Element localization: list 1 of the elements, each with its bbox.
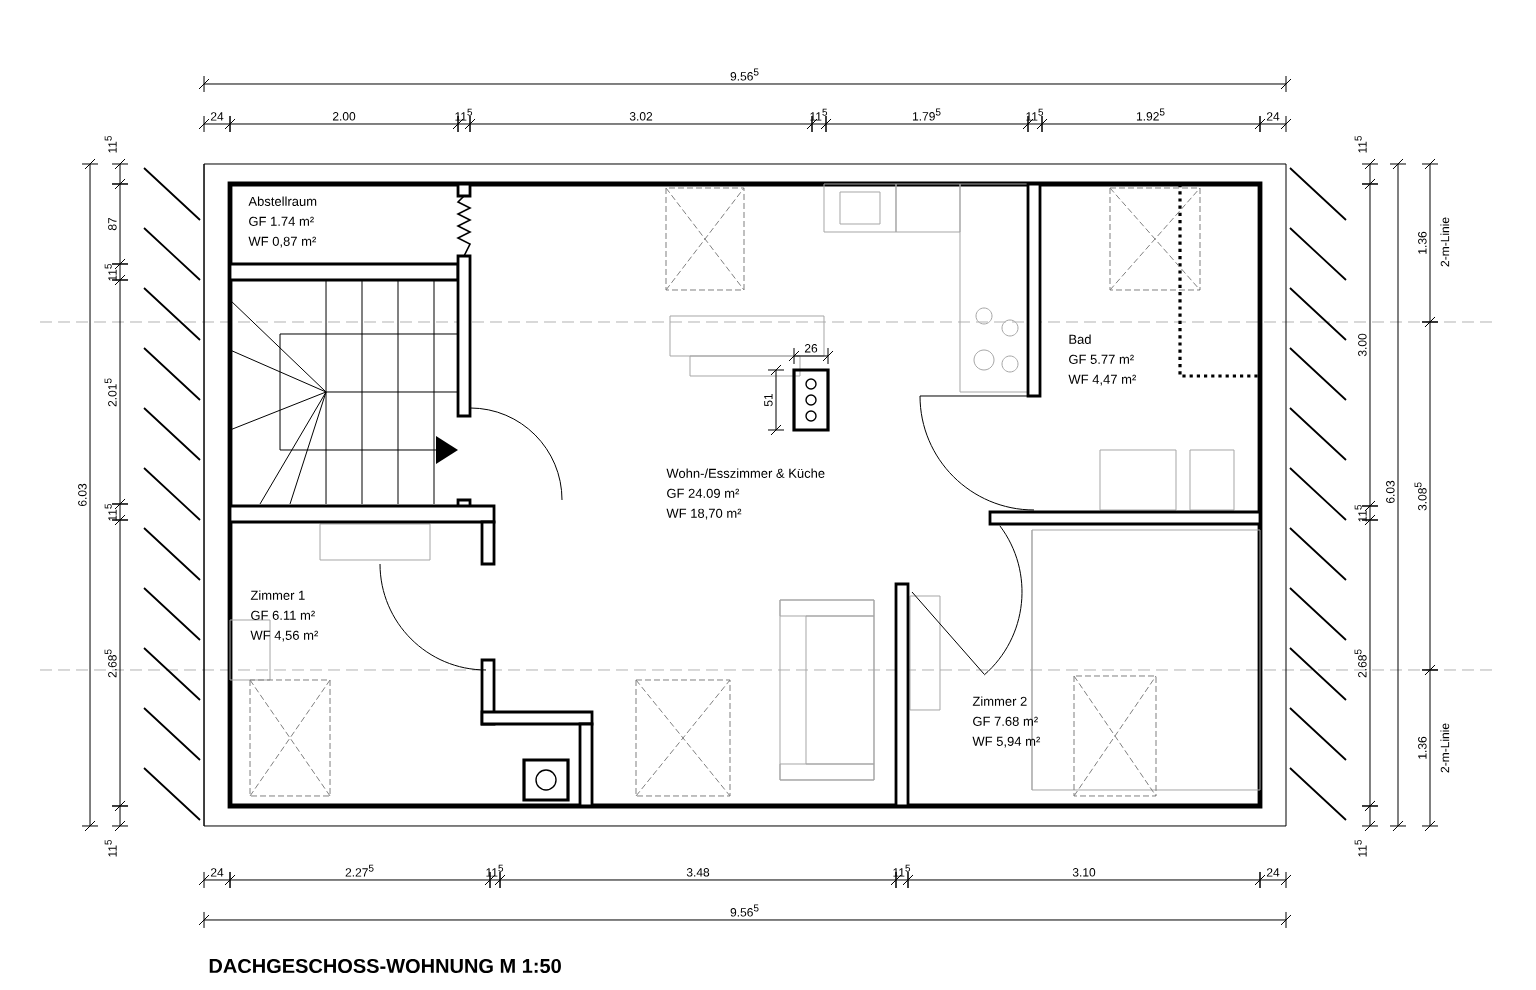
title: DACHGESCHOSS-WOHNUNG M 1:50 xyxy=(209,958,561,974)
